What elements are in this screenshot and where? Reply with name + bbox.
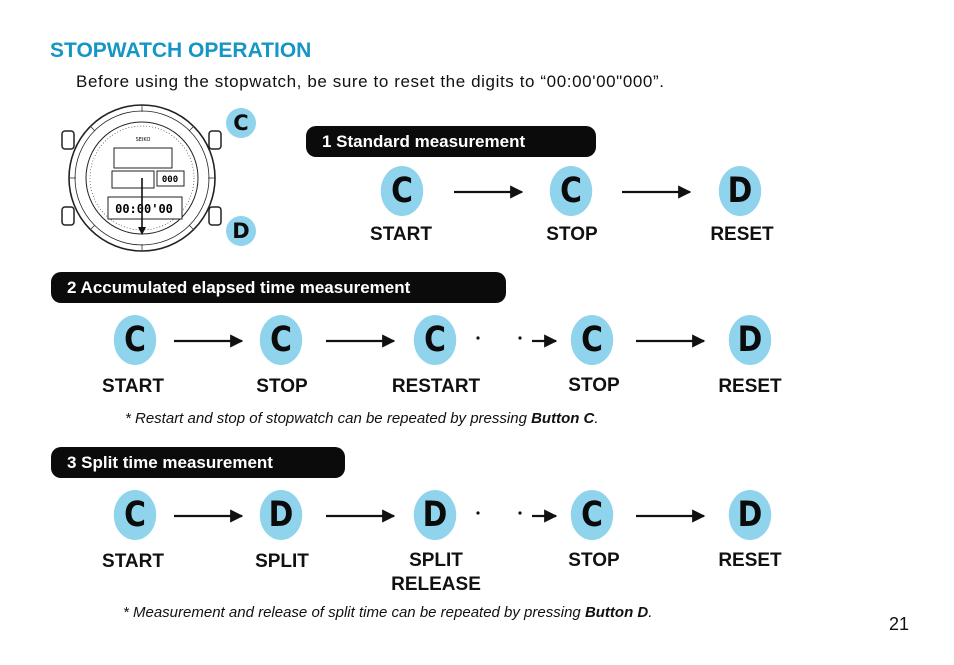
note-emphasis: Button C bbox=[531, 410, 595, 427]
s3-step5-button: D bbox=[728, 490, 772, 540]
s1-step2-label: STOP bbox=[546, 224, 598, 245]
s2-step3-button: C bbox=[413, 315, 457, 365]
s3-step3-button: D bbox=[413, 490, 457, 540]
s3-step2-label: SPLIT bbox=[255, 551, 309, 572]
dotted-arrow-icon bbox=[476, 509, 558, 523]
s2-step4-button: C bbox=[570, 315, 614, 365]
note-text: * Measurement and release of split time … bbox=[123, 604, 585, 621]
watch-button-d: D bbox=[226, 216, 256, 246]
arrow-icon bbox=[326, 509, 396, 523]
arrow-icon bbox=[174, 509, 244, 523]
arrow-icon bbox=[174, 334, 244, 348]
s3-step5-label: RESET bbox=[718, 550, 782, 571]
s1-step1-button: C bbox=[380, 166, 424, 216]
note-emphasis: Button D bbox=[584, 604, 649, 621]
svg-text:00:00'00: 00:00'00 bbox=[115, 202, 173, 216]
s3-step3-label-line2: RELEASE bbox=[391, 574, 481, 595]
s3-step1-label: START bbox=[102, 551, 164, 572]
s2-step4-label: STOP bbox=[568, 375, 620, 396]
section-2-note: * Restart and stop of stopwatch can be r… bbox=[125, 410, 599, 427]
arrow-icon bbox=[636, 509, 706, 523]
s2-step5-button: D bbox=[728, 315, 772, 365]
svg-text:000: 000 bbox=[162, 175, 178, 185]
arrow-icon bbox=[636, 334, 706, 348]
page-title: STOPWATCH OPERATION bbox=[50, 39, 312, 62]
note-suffix: . bbox=[594, 410, 599, 427]
svg-text:SEIKO: SEIKO bbox=[136, 137, 151, 143]
dotted-arrow-icon bbox=[476, 334, 558, 348]
note-suffix: . bbox=[648, 604, 653, 621]
s1-step1-label: START bbox=[370, 224, 432, 245]
s1-step2-button: C bbox=[549, 166, 593, 216]
s1-step3-button: D bbox=[718, 166, 762, 216]
arrow-icon bbox=[454, 185, 524, 199]
section-2-title: 2 Accumulated elapsed time measurement bbox=[51, 272, 506, 303]
s3-step3-label: SPLIT RELEASE bbox=[366, 549, 506, 597]
s3-step4-label: STOP bbox=[568, 550, 620, 571]
intro-text: Before using the stopwatch, be sure to r… bbox=[76, 72, 665, 91]
section-3-note: * Measurement and release of split time … bbox=[123, 604, 652, 621]
s1-step3-label: RESET bbox=[710, 224, 774, 245]
s3-step4-button: C bbox=[570, 490, 614, 540]
note-text: * Restart and stop of stopwatch can be r… bbox=[125, 410, 532, 427]
arrow-icon bbox=[326, 334, 396, 348]
s2-step2-label: STOP bbox=[256, 376, 308, 397]
s3-step2-button: D bbox=[259, 490, 303, 540]
page-number: 21 bbox=[889, 614, 910, 634]
s2-step1-button: C bbox=[113, 315, 157, 365]
section-1-title: 1 Standard measurement bbox=[306, 126, 596, 157]
s2-step5-label: RESET bbox=[718, 376, 782, 397]
s2-step3-label: RESTART bbox=[391, 376, 481, 397]
arrow-icon bbox=[622, 185, 692, 199]
s2-step2-button: C bbox=[259, 315, 303, 365]
section-3-title: 3 Split time measurement bbox=[51, 447, 345, 478]
s2-step1-label: START bbox=[102, 376, 164, 397]
s3-step1-button: C bbox=[113, 490, 157, 540]
watch-button-c: C bbox=[226, 108, 256, 138]
watch-illustration: SEIKO 000 00:00'00 bbox=[60, 103, 230, 253]
s3-step3-label-line1: SPLIT bbox=[409, 550, 463, 571]
watch-face-icon: SEIKO 000 00:00'00 bbox=[61, 104, 222, 252]
